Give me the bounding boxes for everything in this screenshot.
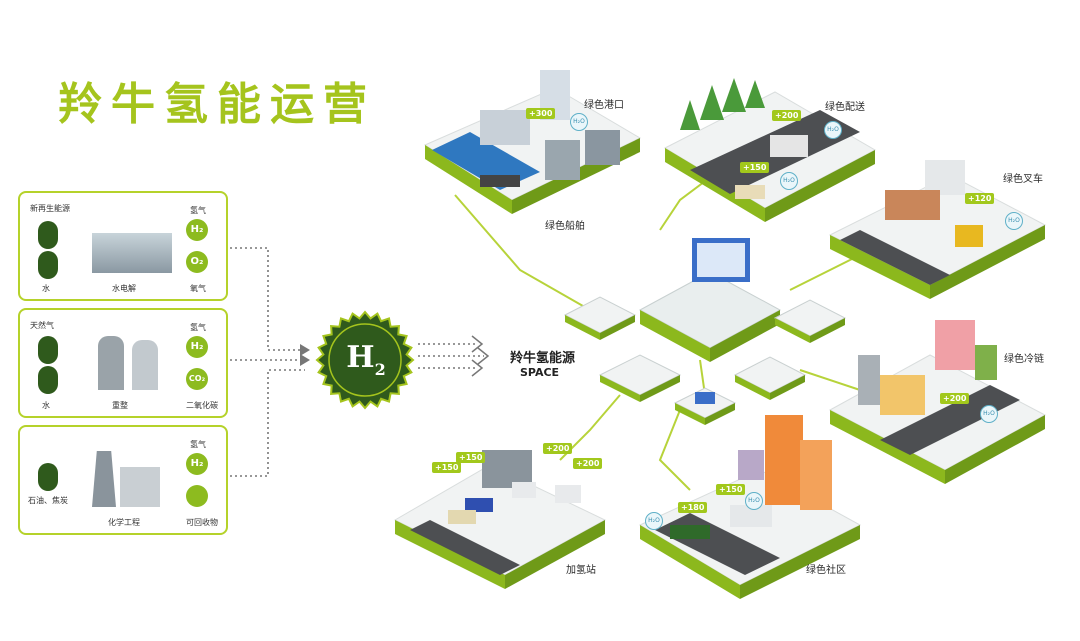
tile-hydrogen-station: [393, 450, 607, 589]
source-process-label: 重整: [112, 401, 128, 410]
lightning-icon: [38, 221, 58, 249]
value-badge: +300: [526, 108, 556, 119]
tile-label-green-community: 绿色社区: [806, 565, 846, 576]
source-box-chemical: 石油、焦炭 化学工程 氢气 H₂ 可回收物: [18, 425, 228, 535]
reformer-tank-icon: [98, 336, 124, 390]
tile-green-port: [423, 70, 642, 214]
recycle-bubble-icon: [186, 485, 208, 507]
source-out2-label: 二氧化碳: [186, 401, 218, 410]
gas-flame-icon: [38, 336, 58, 364]
water-drop-icon: [38, 366, 58, 394]
hydrogen-bubble: H₂: [186, 336, 208, 358]
h2o-bubble: H₂O: [645, 512, 663, 530]
value-badge: +120: [965, 193, 995, 204]
source-box-reforming: 天然气 水 重整 氢气 H₂ CO₂ 二氧化碳: [18, 308, 228, 418]
page-title: 羚牛氢能运营: [58, 79, 376, 130]
h2o-bubble: H₂O: [780, 172, 798, 190]
value-badge: +200: [772, 110, 802, 121]
dotted-arrowheads: [300, 344, 310, 366]
h2o-bubble: H₂O: [824, 121, 842, 139]
tile-label-green-cold-chain: 绿色冷链: [1004, 354, 1044, 365]
value-badge: +200: [940, 393, 970, 404]
solar-plant-icon: [92, 233, 172, 273]
hub-platform: [638, 238, 782, 362]
h2-badge-sub: 2: [374, 360, 386, 379]
cooling-tower-icon: [92, 451, 116, 507]
source-out2-label: 氧气: [190, 284, 206, 293]
hub-name: 羚牛氢能源: [510, 351, 576, 366]
tile-label-green-ship: 绿色船舶: [545, 221, 585, 232]
factory-icon: [120, 467, 160, 507]
co2-bubble: CO₂: [186, 368, 208, 390]
reformer-tank-icon: [132, 340, 158, 390]
value-badge: +150: [740, 162, 770, 173]
tile-green-delivery: [663, 78, 877, 222]
tile-green-community: [638, 415, 862, 599]
h2-badge-shape: [315, 310, 415, 410]
source-out2-label: 可回收物: [186, 518, 218, 527]
value-badge: +180: [678, 502, 708, 513]
value-badge: +150: [716, 484, 746, 495]
barrel-icon: [38, 463, 58, 491]
value-badge: +150: [456, 452, 486, 463]
oxygen-bubble: O₂: [186, 251, 208, 273]
hub-sub: SPACE: [520, 366, 560, 379]
source-input-label: 天然气: [30, 321, 54, 330]
source-connectors: [230, 247, 305, 477]
tile-label-green-port: 绿色港口: [584, 100, 624, 111]
hydrogen-bubble: H₂: [186, 453, 208, 475]
h2o-bubble: H₂O: [745, 492, 763, 510]
value-badge: +200: [543, 443, 573, 454]
tile-green-cold-chain: [828, 320, 1047, 484]
tile-label-green-forklift: 绿色叉车: [1003, 174, 1043, 185]
source-input2-label: 石油、焦炭: [28, 496, 68, 505]
h2-arrows: [418, 343, 484, 369]
h2-badge-main: H: [346, 340, 375, 375]
source-process-label: 水电解: [112, 284, 136, 293]
source-input2-label: 水: [42, 284, 50, 293]
source-input2-label: 水: [42, 401, 50, 410]
source-out1-label: 氢气: [190, 323, 206, 332]
source-input-label: 新再生能源: [30, 204, 70, 213]
source-box-electrolysis: 新再生能源 水 水电解 氢气 H₂ O₂ 氧气: [18, 191, 228, 301]
h2-badge: H2: [340, 335, 392, 385]
tile-label-green-delivery: 绿色配送: [825, 102, 865, 113]
value-badge: +200: [573, 458, 603, 469]
water-drop-icon: [38, 251, 58, 279]
h2o-bubble: H₂O: [1005, 212, 1023, 230]
source-out1-label: 氢气: [190, 206, 206, 215]
tile-label-hydrogen-station: 加氢站: [566, 565, 596, 576]
source-out1-label: 氢气: [190, 440, 206, 449]
hydrogen-bubble: H₂: [186, 219, 208, 241]
value-badge: +150: [432, 462, 462, 473]
h2o-bubble: H₂O: [570, 113, 588, 131]
h2-arrowheads: [471, 335, 490, 377]
h2o-bubble: H₂O: [980, 405, 998, 423]
hub-satellite-tiles: [563, 296, 847, 425]
source-process-label: 化学工程: [108, 518, 140, 527]
